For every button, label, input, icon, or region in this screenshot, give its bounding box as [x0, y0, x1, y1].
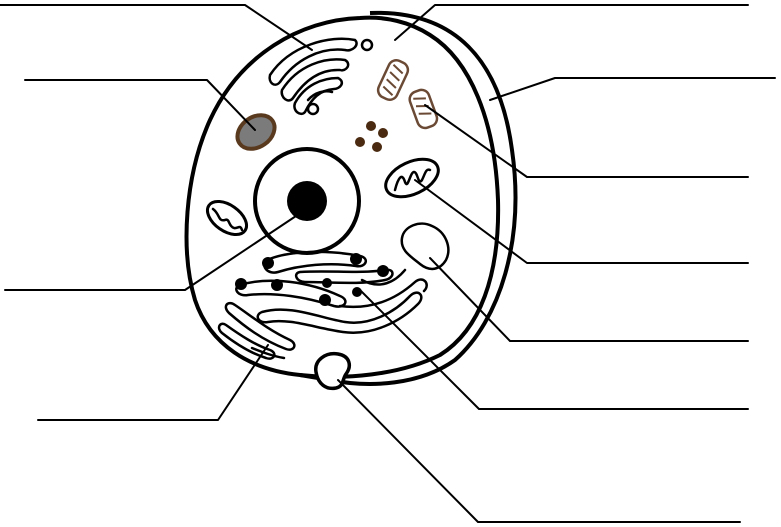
leader-mitochondrion-large: [415, 180, 748, 263]
leader-vesicle: [338, 380, 740, 522]
leader-smooth-er: [38, 345, 268, 420]
mitochondrion-large: [380, 152, 444, 205]
mitochondrion-left: [202, 195, 253, 242]
vacuole: [402, 224, 449, 269]
leader-cytoplasm: [395, 5, 748, 40]
nucleolus: [287, 181, 327, 221]
leader-vacuole: [430, 258, 748, 341]
lysosome: [231, 108, 281, 156]
leader-lysosome: [25, 80, 255, 130]
leader-mitochondrion-small: [425, 105, 748, 177]
mitochondrion-small-1: [375, 58, 410, 103]
leader-golgi: [0, 5, 312, 50]
leader-rough-er: [360, 290, 748, 409]
ribosome-cluster: [355, 121, 388, 152]
nucleus: [255, 149, 359, 253]
leader-cell-membrane: [490, 78, 775, 100]
golgi-apparatus: [270, 39, 372, 114]
mitochondrion-small-2: [407, 88, 439, 131]
